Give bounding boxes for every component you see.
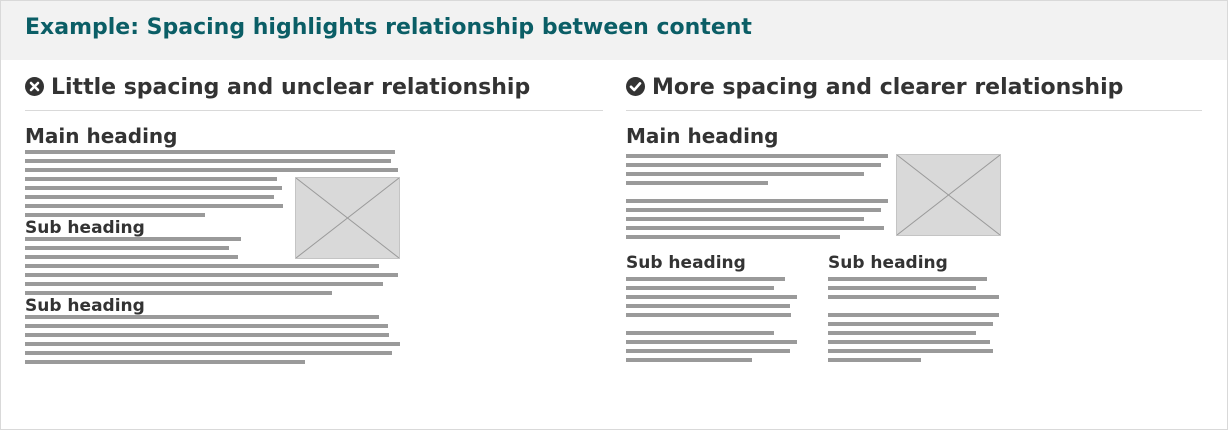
text-line <box>626 163 881 167</box>
text-line <box>25 351 392 355</box>
bad-example-title-text: Little spacing and unclear relationship <box>51 75 531 100</box>
text-line <box>626 295 797 299</box>
good-example-divider <box>626 110 1202 111</box>
good-example-title-text: More spacing and clearer relationship <box>652 75 1124 100</box>
text-line <box>626 313 791 317</box>
text-line <box>25 333 389 337</box>
text-line <box>828 286 976 290</box>
text-line <box>626 154 888 158</box>
good-image-placeholder <box>896 154 1001 236</box>
text-line <box>25 246 229 250</box>
text-line <box>25 177 277 181</box>
text-line <box>25 273 398 277</box>
text-line <box>25 342 400 346</box>
text-line <box>25 150 395 154</box>
bad-sub-heading-1: Sub heading <box>25 218 145 238</box>
bad-example-divider <box>25 110 603 111</box>
example-banner: Example: Spacing highlights relationship… <box>1 1 1227 60</box>
good-sub-heading-1: Sub heading <box>626 253 746 273</box>
good-main-heading: Main heading <box>626 124 779 148</box>
bad-main-heading: Main heading <box>25 124 178 148</box>
text-line <box>626 226 884 230</box>
text-line <box>25 360 305 364</box>
text-line <box>25 282 383 286</box>
text-line <box>828 277 987 281</box>
text-line <box>626 340 797 344</box>
text-line <box>626 304 790 308</box>
text-line <box>626 217 864 221</box>
text-line <box>828 358 921 362</box>
example-title: Example: Spacing highlights relationship… <box>25 15 752 40</box>
text-line <box>25 213 205 217</box>
text-line <box>626 331 774 335</box>
text-line <box>25 204 283 208</box>
text-line <box>25 159 391 163</box>
good-example-title: More spacing and clearer relationship <box>626 75 1123 100</box>
text-line <box>25 186 282 190</box>
bad-example-title: Little spacing and unclear relationship <box>25 75 530 100</box>
text-line <box>626 286 774 290</box>
text-line <box>25 264 379 268</box>
text-line <box>828 322 993 326</box>
text-line <box>626 349 790 353</box>
check-circle-icon <box>626 77 645 96</box>
text-line <box>828 340 990 344</box>
text-line <box>25 324 388 328</box>
bad-sub-heading-2: Sub heading <box>25 296 145 316</box>
text-line <box>25 315 379 319</box>
text-line <box>626 199 888 203</box>
good-sub-heading-2: Sub heading <box>828 253 948 273</box>
text-line <box>828 331 976 335</box>
text-line <box>626 172 864 176</box>
text-line <box>828 349 993 353</box>
text-line <box>25 195 274 199</box>
text-line <box>828 295 999 299</box>
text-line <box>25 255 238 259</box>
text-line <box>25 237 241 241</box>
text-line <box>25 168 398 172</box>
x-circle-icon <box>25 77 44 96</box>
text-line <box>626 181 768 185</box>
text-line <box>626 235 840 239</box>
text-line <box>626 208 881 212</box>
text-line <box>828 313 999 317</box>
text-line <box>626 358 752 362</box>
bad-image-placeholder <box>295 177 400 259</box>
text-line <box>25 291 332 295</box>
text-line <box>626 277 785 281</box>
